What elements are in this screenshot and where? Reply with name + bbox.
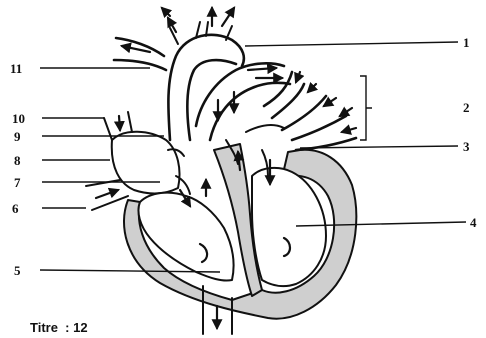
label-4: 4	[470, 215, 477, 230]
label-6: 6	[12, 201, 19, 216]
left-ventricle	[252, 168, 326, 286]
label-5: 5	[14, 263, 21, 278]
pulmonary-artery	[114, 38, 166, 70]
pulmonary-trunk	[196, 63, 290, 140]
label-8: 8	[14, 153, 21, 168]
label-1: 1	[463, 35, 470, 50]
label-7: 7	[14, 175, 21, 190]
label-11: 11	[10, 61, 22, 76]
label-9: 9	[14, 129, 21, 144]
caption: Titre : 12	[30, 320, 88, 335]
coronary-sinus	[86, 180, 128, 210]
label-10: 10	[12, 111, 25, 126]
label-3: 3	[463, 139, 470, 154]
label-2: 2	[463, 100, 470, 115]
